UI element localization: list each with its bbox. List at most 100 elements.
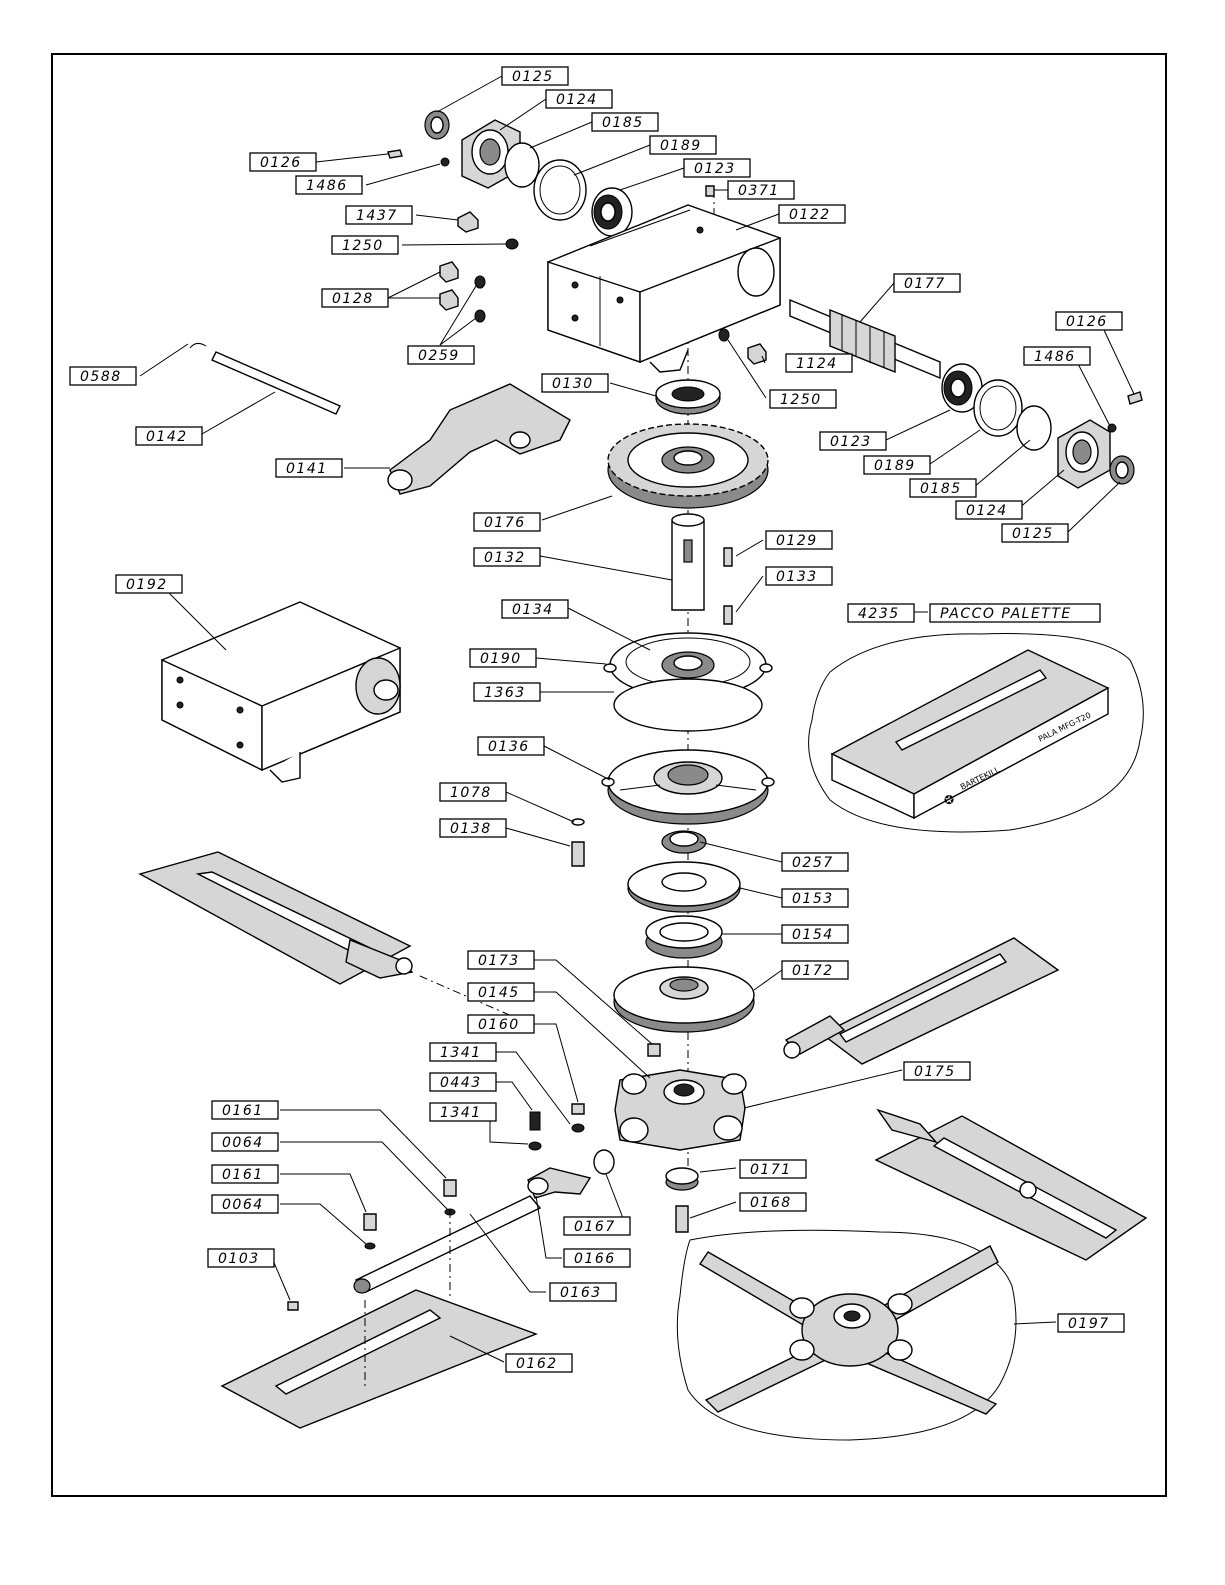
svg-text:0163: 0163	[560, 1285, 602, 1301]
label-1250-top: 1250	[331, 235, 399, 255]
label-0171: 0171	[739, 1159, 807, 1179]
part-0166-lever	[527, 1167, 592, 1199]
part-0163-arm	[353, 1195, 542, 1294]
label-0130: 0130	[541, 373, 609, 393]
label-0259: 0259	[407, 345, 475, 365]
label-0124-right: 0124	[955, 500, 1023, 520]
part-0257-bearing	[661, 830, 707, 854]
label-0168: 0168	[739, 1192, 807, 1212]
label-0185-right: 0185	[909, 478, 977, 498]
part-blade-right-lower	[874, 1108, 1148, 1261]
part-0189-gasket-right	[973, 379, 1023, 437]
label-0132: 0132	[473, 547, 541, 567]
label-0128: 0128	[321, 288, 389, 308]
label-0163: 0163	[549, 1282, 617, 1302]
svg-text:0142: 0142	[146, 429, 188, 445]
part-0153-disc	[627, 861, 741, 913]
part-0154-spacer	[645, 915, 723, 959]
label-0064-upper: 0064	[211, 1132, 279, 1152]
svg-text:0171: 0171	[750, 1162, 792, 1178]
svg-text:0167: 0167	[574, 1219, 616, 1235]
label-0173: 0173	[467, 950, 535, 970]
svg-text:4235: 4235	[858, 606, 900, 622]
svg-text:1250: 1250	[342, 238, 384, 254]
label-0103: 0103	[207, 1248, 275, 1268]
svg-text:0133: 0133	[776, 569, 818, 585]
svg-text:0125: 0125	[512, 69, 554, 85]
label-0141: 0141	[275, 458, 343, 478]
label-0138: 0138	[439, 818, 507, 838]
label-0129: 0129	[765, 530, 833, 550]
part-0176-worm-gear	[607, 423, 769, 509]
label-0125-top: 0125	[501, 66, 569, 86]
svg-text:0162: 0162	[516, 1356, 558, 1372]
svg-text:0122: 0122	[789, 207, 831, 223]
part-0136-housing	[601, 749, 775, 825]
svg-text:0192: 0192	[126, 577, 168, 593]
svg-text:0161: 0161	[222, 1167, 264, 1183]
label-0189-top: 0189	[649, 135, 717, 155]
part-labels: 0125 0124 0185 0189 0123 0371 0122 0126 …	[69, 66, 1125, 1373]
svg-text:1124: 1124	[796, 356, 838, 372]
svg-text:0168: 0168	[750, 1195, 792, 1211]
svg-text:0161: 0161	[222, 1103, 264, 1119]
svg-text:0153: 0153	[792, 891, 834, 907]
svg-text:0189: 0189	[874, 458, 916, 474]
svg-text:0124: 0124	[556, 92, 598, 108]
label-0125-right: 0125	[1001, 523, 1069, 543]
svg-text:0197: 0197	[1068, 1316, 1110, 1332]
part-1363-gasket	[613, 678, 763, 732]
svg-text:0190: 0190	[480, 651, 522, 667]
label-1078: 1078	[439, 782, 507, 802]
label-0161-lower: 0161	[211, 1164, 279, 1184]
svg-text:0129: 0129	[776, 533, 818, 549]
part-4235-pallet-pack: BARTEKILL PALA MFG-T20 ✪	[808, 633, 1144, 833]
label-0443: 0443	[429, 1072, 497, 1092]
part-0125-seal-right	[1109, 455, 1135, 485]
part-blade-right-upper	[783, 937, 1060, 1065]
label-0142: 0142	[135, 426, 203, 446]
label-0126-right: 0126	[1055, 311, 1123, 331]
label-1486-right: 1486	[1023, 346, 1091, 366]
label-0124-top: 0124	[545, 89, 613, 109]
svg-text:1363: 1363	[484, 685, 526, 701]
part-0185-oring-top	[504, 142, 540, 188]
part-0172-plate	[613, 966, 755, 1033]
svg-text:1250: 1250	[780, 392, 822, 408]
svg-text:0185: 0185	[602, 115, 644, 131]
leader-lines	[139, 75, 1135, 1363]
svg-text:1341: 1341	[440, 1045, 482, 1061]
part-0141-fork	[387, 383, 571, 495]
part-0167-ring	[593, 1149, 615, 1175]
label-0154: 0154	[781, 924, 849, 944]
label-1486-top: 1486	[295, 175, 363, 195]
svg-text:0130: 0130	[552, 376, 594, 392]
svg-text:1437: 1437	[356, 208, 398, 224]
star-icon: ✪	[944, 793, 954, 807]
label-1124: 1124	[785, 353, 853, 373]
svg-text:0123: 0123	[694, 161, 736, 177]
svg-text:0064: 0064	[222, 1197, 264, 1213]
label-0064-lower: 0064	[211, 1194, 279, 1214]
svg-text:0124: 0124	[966, 503, 1008, 519]
part-0123-bearing-top	[591, 187, 633, 237]
svg-text:PACCO PALETTE: PACCO PALETTE	[940, 606, 1072, 622]
label-0257: 0257	[781, 852, 849, 872]
label-0185-top: 0185	[591, 112, 659, 132]
label-0133: 0133	[765, 566, 833, 586]
svg-text:1486: 1486	[306, 178, 348, 194]
part-drawings: BARTEKILL PALA MFG-T20 ✪	[138, 110, 1148, 1441]
svg-text:0141: 0141	[286, 461, 328, 477]
svg-text:0126: 0126	[260, 155, 302, 171]
part-0132-shaft	[671, 513, 705, 611]
svg-text:0259: 0259	[418, 348, 460, 364]
label-0145: 0145	[467, 982, 535, 1002]
label-0172: 0172	[781, 960, 849, 980]
label-0176: 0176	[473, 512, 541, 532]
svg-text:0126: 0126	[1066, 314, 1108, 330]
part-0185-oring-right	[1016, 405, 1052, 451]
part-0177-worm-shaft	[789, 298, 941, 380]
part-0197-rotor-assembled	[676, 1229, 1017, 1441]
label-0166: 0166	[563, 1248, 631, 1268]
